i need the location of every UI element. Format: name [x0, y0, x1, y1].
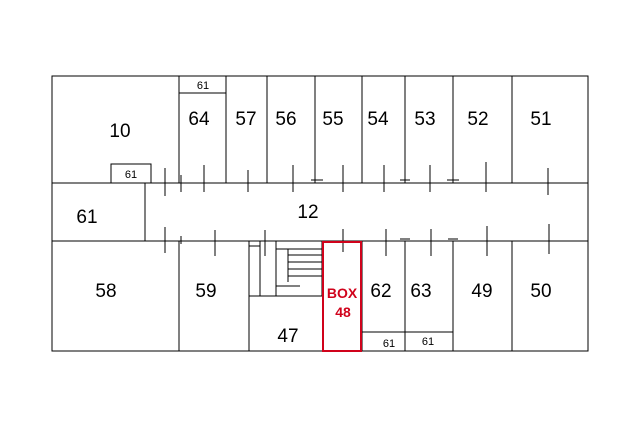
room-52-label: 52 — [467, 109, 488, 130]
small-61-mid-label: 61 — [125, 169, 137, 181]
small-61-bottom-b-label: 61 — [422, 336, 434, 348]
door-marks-top — [160, 162, 549, 196]
room-64-label: 64 — [188, 109, 210, 130]
room-50-label: 50 — [530, 281, 551, 302]
room-63-label: 63 — [410, 281, 431, 302]
room-47-label: 47 — [277, 326, 298, 347]
room-51-label: 51 — [530, 109, 551, 130]
room-61-label: 61 — [76, 207, 97, 228]
box-48-label-line2: 48 — [335, 304, 351, 320]
building-outline — [51, 75, 589, 352]
room-62-label: 62 — [370, 281, 391, 302]
room-59-label: 59 — [195, 281, 216, 302]
small-61-bottom-a-label: 61 — [383, 338, 395, 350]
door-marks-bottom — [164, 224, 550, 256]
small-room-61-top — [178, 75, 227, 94]
room-54-label: 54 — [367, 109, 389, 130]
small-room-61-mid — [110, 163, 152, 184]
room-56-label: 56 — [275, 109, 296, 130]
box-48-label-line1: BOX — [327, 285, 358, 301]
room-58-label: 58 — [95, 281, 116, 302]
room-49-label: 49 — [471, 281, 492, 302]
room-10-label: 10 — [109, 121, 130, 142]
room-53-label: 53 — [414, 109, 435, 130]
room-55-label: 55 — [322, 109, 343, 130]
room-57-label: 57 — [235, 109, 256, 130]
stairs-icon — [249, 241, 322, 296]
box-48-highlight[interactable] — [322, 241, 362, 352]
corridor-12-label: 12 — [297, 202, 318, 223]
small-61-top-label: 61 — [197, 80, 209, 92]
